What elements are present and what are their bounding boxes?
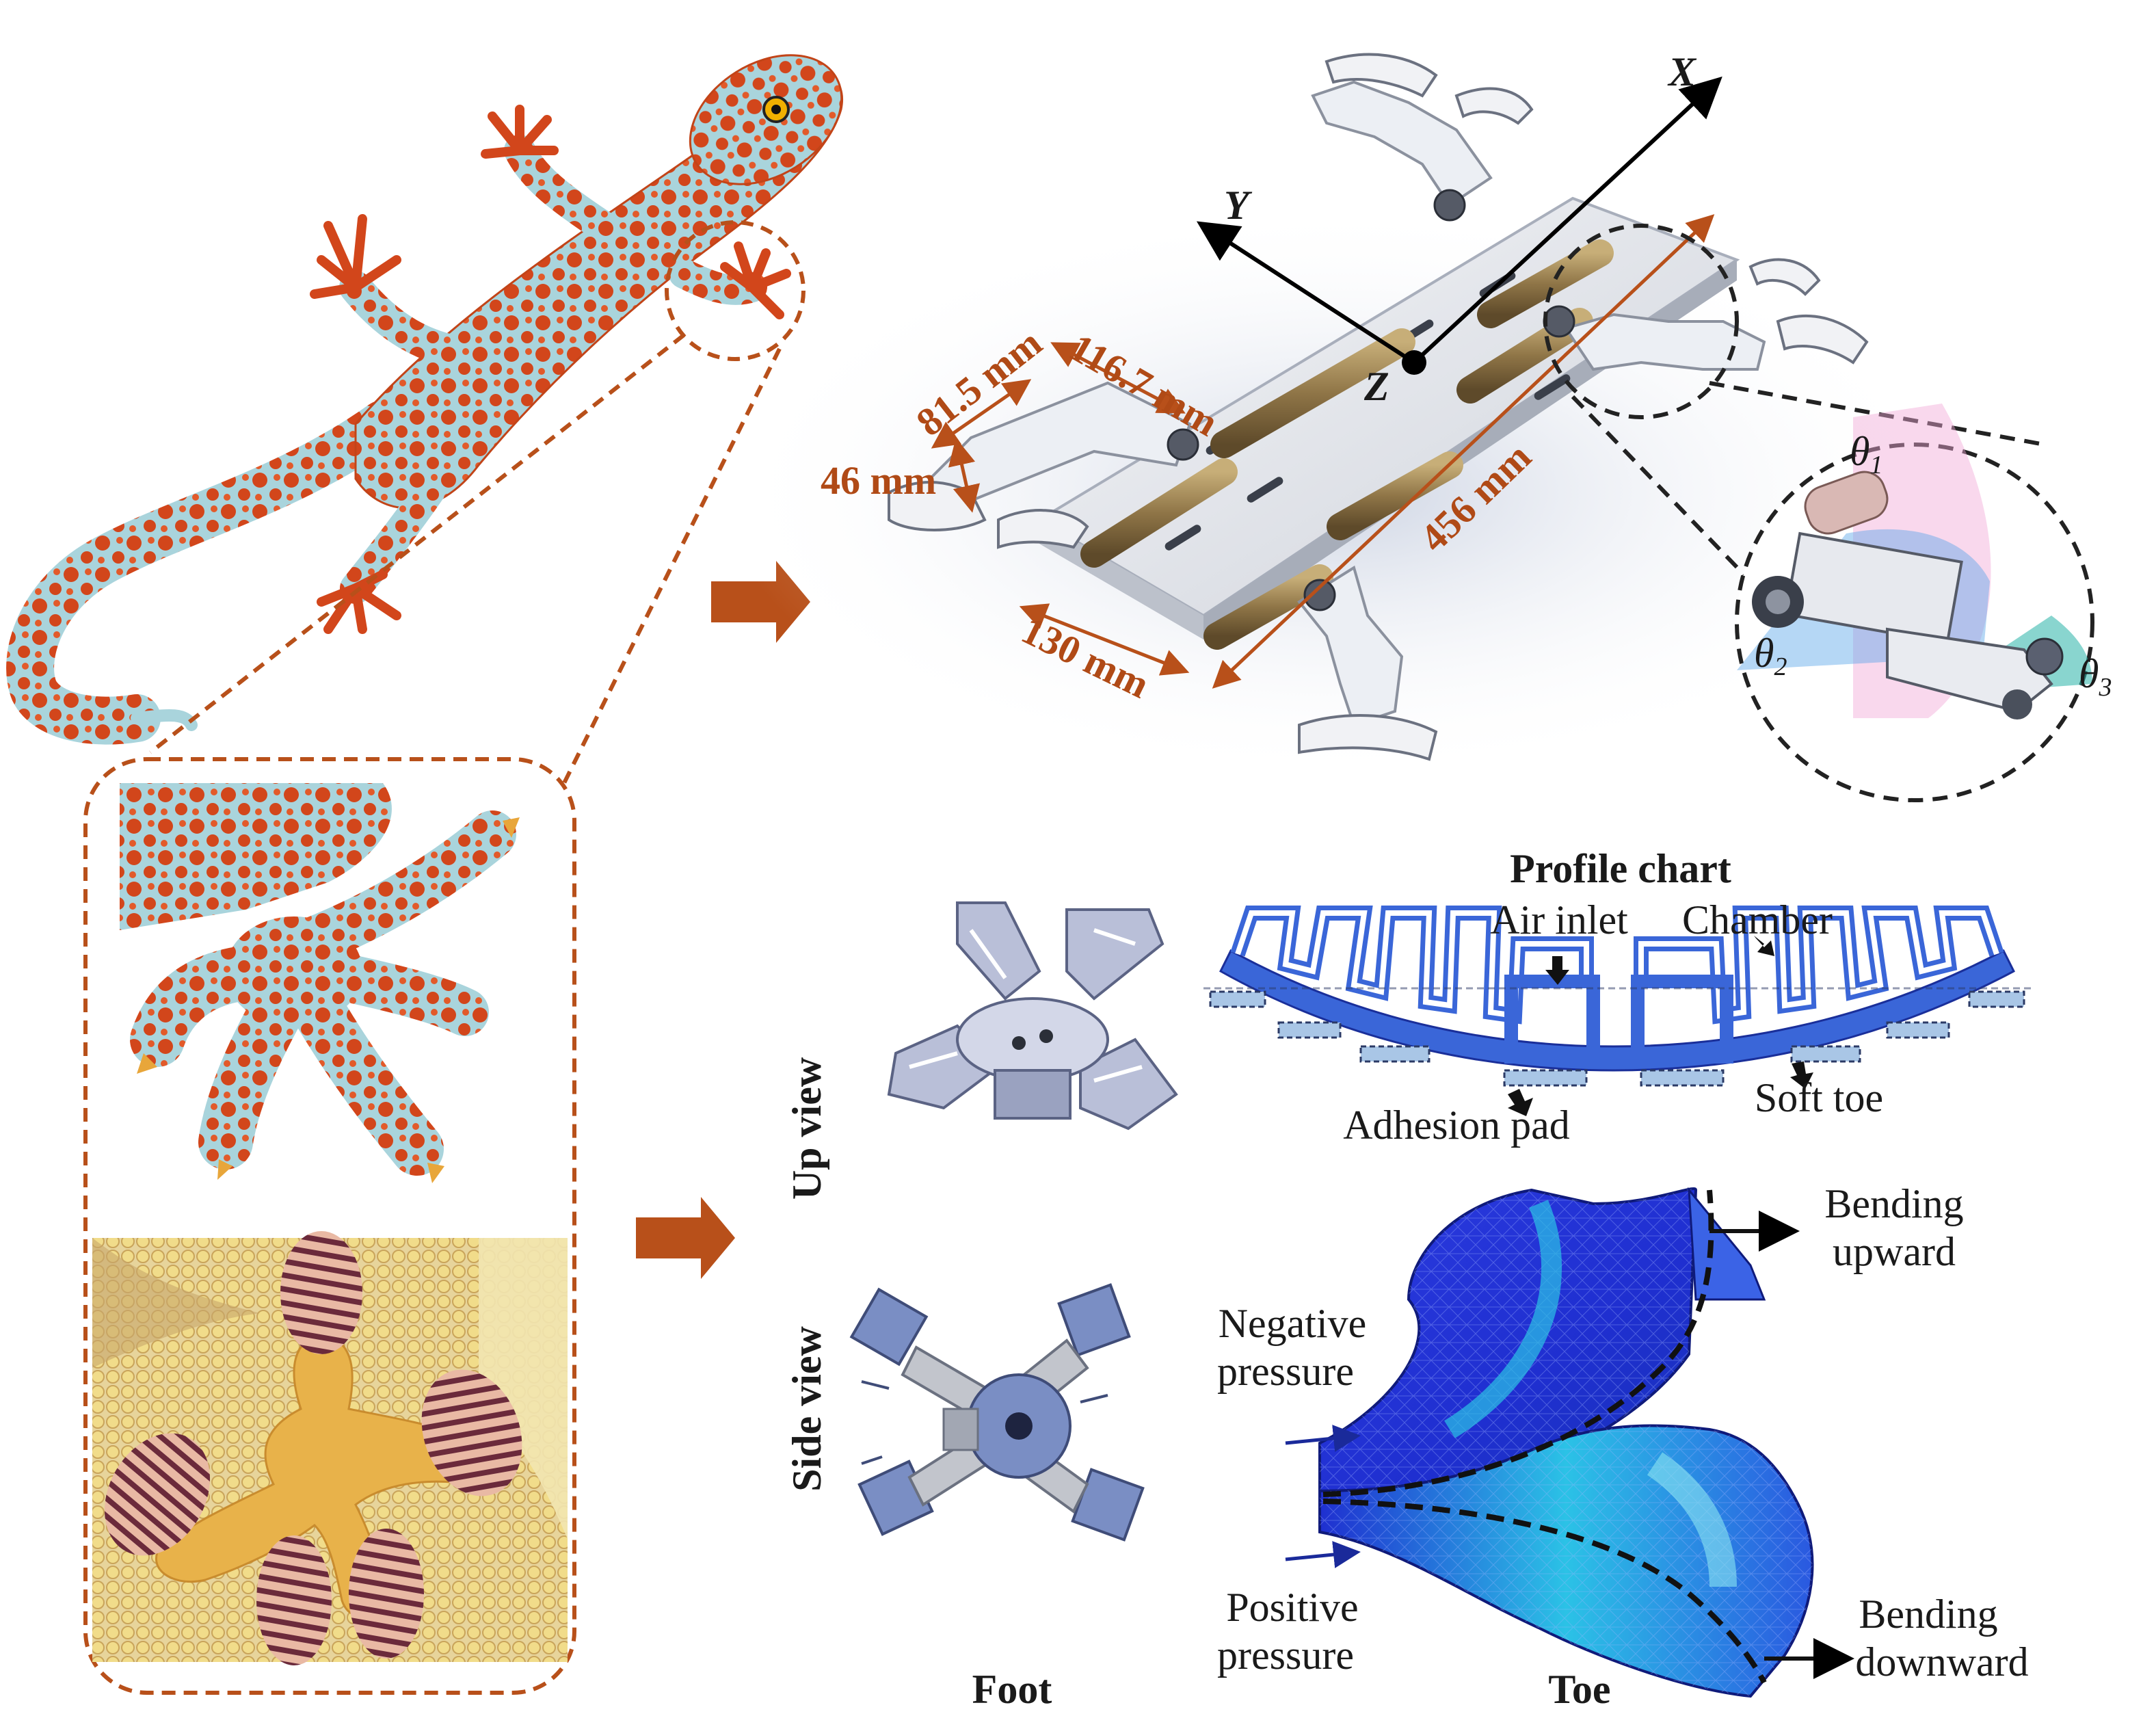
chamber-label: Chamber: [1682, 897, 1833, 942]
soft-toe-body: [1219, 949, 2015, 1072]
theta3-label: θ3: [2079, 651, 2112, 702]
axis-x-label: X: [1667, 49, 1697, 94]
toe-pads-lamellae: [104, 1231, 522, 1665]
axis-y-label: Y: [1224, 183, 1253, 228]
foot-side-view: Side view Foot: [784, 1283, 1145, 1712]
theta1-label: θ1: [1850, 429, 1882, 479]
dimension-annotations: [931, 214, 1715, 689]
adhesion-pads: [1209, 990, 2025, 1087]
bending-downward-label-1: Bending: [1859, 1592, 1997, 1637]
foot-caption: Foot: [972, 1667, 1052, 1712]
gecko-foot-photo-top: [116, 780, 533, 1204]
toe-fem-simulation: Negative pressure Positive pressure Bend…: [1217, 1181, 2029, 1712]
gecko-foot-photo-bottom: [92, 1231, 568, 1665]
positive-pressure-label-1: Positive: [1226, 1585, 1358, 1630]
negative-pressure-arrow: [1285, 1425, 1361, 1452]
zoom-connector-lines: [149, 333, 782, 791]
side-view-label: Side view: [784, 1325, 829, 1491]
gecko-foot-inset: [83, 757, 576, 1695]
profile-chart-title: Profile chart: [1510, 846, 1731, 891]
foot-up-view: Up view: [784, 901, 1178, 1200]
foot-highlight-circle: [665, 220, 806, 361]
bending-upward-label-2: upward: [1833, 1229, 1956, 1274]
gecko-illustration: [6, 54, 843, 745]
theta2-label: θ2: [1754, 631, 1787, 681]
centerline-lower: [1322, 1499, 1767, 1684]
air-inlet-label: Air inlet: [1490, 897, 1628, 942]
arrow-foot-to-design: [636, 1197, 735, 1279]
axis-z-label: Z: [1363, 364, 1389, 409]
negative-pressure-label-2: pressure: [1217, 1349, 1354, 1394]
positive-pressure-arrow: [1285, 1541, 1361, 1568]
positive-pressure-label-2: pressure: [1217, 1633, 1354, 1678]
up-view-label: Up view: [784, 1057, 829, 1200]
negative-pressure-label-1: Negative: [1219, 1301, 1367, 1346]
soft-toe-label: Soft toe: [1755, 1075, 1883, 1120]
centerline-upper: [1322, 1189, 1714, 1497]
adhesion-pad-label: Adhesion pad: [1343, 1103, 1570, 1148]
toe-caption: Toe: [1548, 1667, 1610, 1712]
dim-46mm: 46 mm: [821, 458, 936, 503]
origin-dot: [1402, 350, 1426, 375]
profile-chart: Profile chart Air inle: [1203, 846, 2031, 1148]
robot-feet: [888, 53, 1869, 761]
bending-downward-label-2: downward: [1855, 1639, 2028, 1685]
bending-upward-label-1: Bending: [1824, 1181, 1963, 1226]
joint-detail-zoom: θ1 θ2 θ3: [1543, 224, 2112, 802]
